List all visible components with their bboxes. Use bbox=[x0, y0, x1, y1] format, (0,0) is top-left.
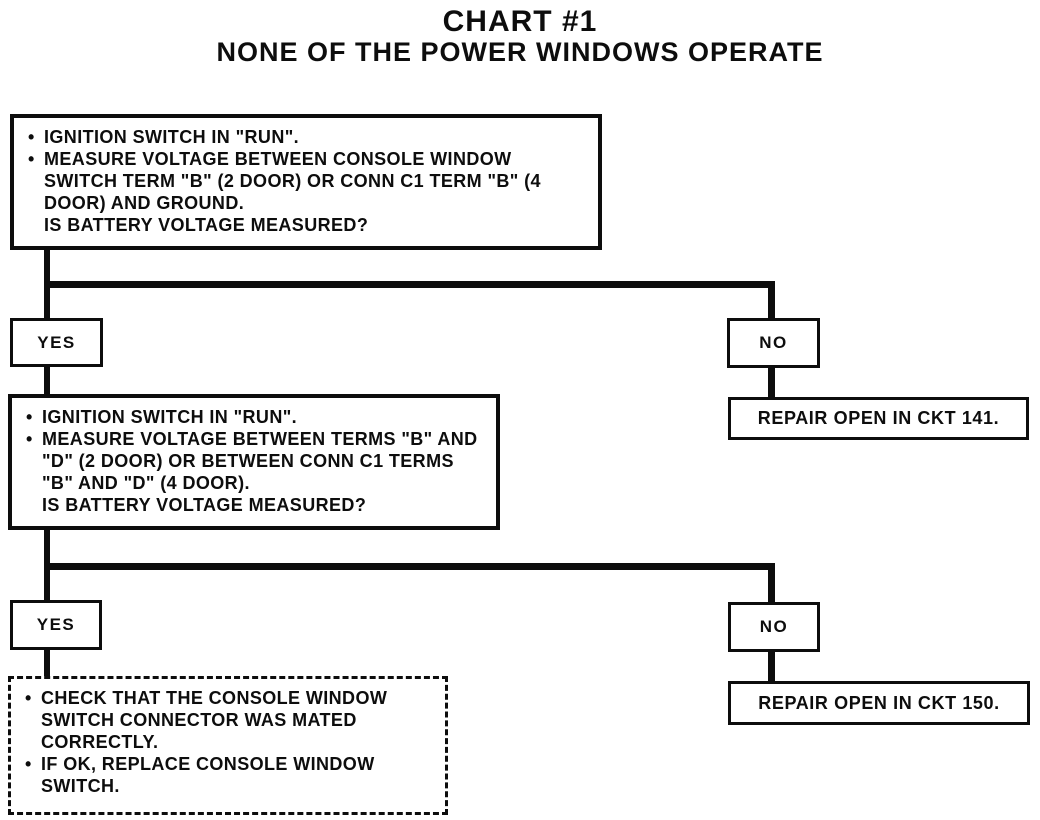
action-text: REPAIR OPEN IN CKT 150. bbox=[758, 692, 1000, 713]
yes-box-1: YES bbox=[10, 318, 103, 367]
connector-no2-down bbox=[768, 652, 775, 681]
yes-label: YES bbox=[36, 615, 76, 634]
bullet-item: CHECK THAT THE CONSOLE WINDOW SWITCH CON… bbox=[23, 687, 435, 753]
connector-branch2-no-down bbox=[768, 563, 775, 602]
bullet-text: IGNITION SWITCH IN "RUN". bbox=[42, 407, 298, 427]
no-box-1: NO bbox=[727, 318, 820, 368]
result-box-final: CHECK THAT THE CONSOLE WINDOW SWITCH CON… bbox=[8, 676, 448, 815]
yes-label: YES bbox=[37, 332, 76, 352]
bullet-text: MEASURE VOLTAGE BETWEEN CONSOLE WINDOW S… bbox=[44, 149, 541, 213]
bullet-item: IF OK, REPLACE CONSOLE WINDOW SWITCH. bbox=[23, 753, 435, 797]
bullet-text: MEASURE VOLTAGE BETWEEN TERMS "B" AND "D… bbox=[42, 429, 478, 493]
action-box-repair-ckt-150: REPAIR OPEN IN CKT 150. bbox=[728, 681, 1030, 725]
connector-no1-down bbox=[768, 367, 775, 398]
connector-branch1-horizontal bbox=[44, 281, 775, 288]
no-label: NO bbox=[759, 333, 788, 352]
question-line: IS BATTERY VOLTAGE MEASURED? bbox=[44, 215, 369, 235]
connector-yes2-down bbox=[44, 650, 50, 676]
bullet-item: MEASURE VOLTAGE BETWEEN CONSOLE WINDOW S… bbox=[26, 148, 588, 214]
bullet-item: MEASURE VOLTAGE BETWEEN TERMS "B" AND "D… bbox=[24, 428, 486, 494]
decision-box-step1: IGNITION SWITCH IN "RUN". MEASURE VOLTAG… bbox=[10, 114, 602, 250]
connector-branch2-horizontal bbox=[44, 563, 775, 570]
bullet-item: IGNITION SWITCH IN "RUN". bbox=[26, 126, 588, 148]
action-text: REPAIR OPEN IN CKT 141. bbox=[757, 408, 1000, 428]
action-box-repair-ckt-141: REPAIR OPEN IN CKT 141. bbox=[728, 397, 1029, 440]
connector-yes1-down bbox=[44, 366, 50, 395]
chart-subtitle: NONE OF THE POWER WINDOWS OPERATE bbox=[216, 37, 824, 67]
connector-branch1-no-down bbox=[768, 281, 775, 318]
no-box-2: NO bbox=[728, 602, 820, 652]
decision-box-step2: IGNITION SWITCH IN "RUN". MEASURE VOLTAG… bbox=[8, 394, 500, 530]
chart-title: CHART #1 bbox=[442, 5, 598, 38]
no-label: NO bbox=[759, 617, 789, 636]
question-line: IS BATTERY VOLTAGE MEASURED? bbox=[42, 495, 367, 515]
bullet-text: CHECK THAT THE CONSOLE WINDOW SWITCH CON… bbox=[41, 688, 388, 752]
bullet-item: IGNITION SWITCH IN "RUN". bbox=[24, 406, 486, 428]
bullet-text: IGNITION SWITCH IN "RUN". bbox=[44, 127, 300, 147]
yes-box-2: YES bbox=[10, 600, 102, 650]
bullet-text: IF OK, REPLACE CONSOLE WINDOW SWITCH. bbox=[41, 754, 375, 796]
